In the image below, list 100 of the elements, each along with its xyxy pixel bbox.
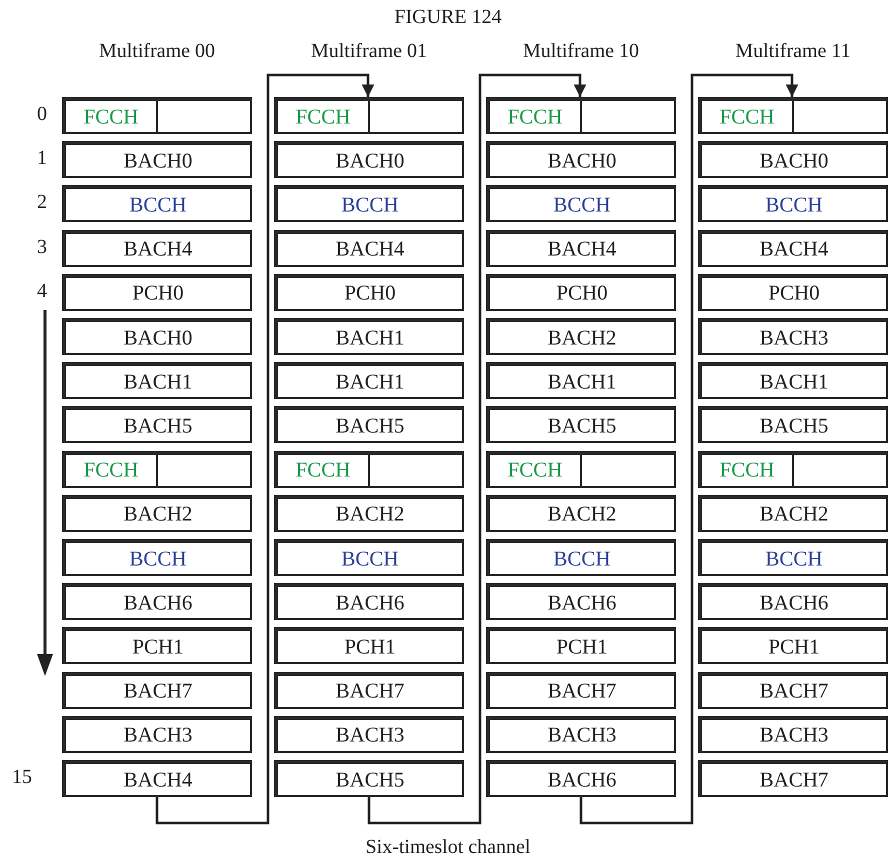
channel-label: BACH3 [548, 722, 616, 748]
channel-label: BACH4 [760, 236, 828, 262]
figure-title: FIGURE 124 [394, 6, 502, 29]
channel-label: BACH5 [336, 767, 404, 792]
channel-label: BCCH [553, 546, 611, 571]
channel-label: PCH1 [132, 634, 184, 660]
slot-box [274, 274, 464, 311]
slot-box [698, 362, 888, 400]
slot-box [274, 185, 464, 222]
row-number: 2 [37, 191, 47, 214]
channel-label: BACH0 [336, 148, 404, 174]
column-heading: Multiframe 00 [98, 40, 216, 63]
channel-label: FCCH [296, 458, 350, 483]
slot-box [274, 627, 464, 664]
channel-label: PCH1 [556, 634, 608, 660]
channel-label: BACH5 [336, 413, 404, 438]
slot-box [62, 716, 252, 753]
channel-label: BCCH [129, 546, 187, 571]
channel-label: BACH2 [760, 502, 828, 527]
channel-label: BACH0 [548, 148, 616, 174]
channel-label: BACH2 [548, 325, 616, 350]
slot-box [274, 97, 464, 134]
slot-box [698, 230, 888, 267]
channel-label: PCH1 [768, 634, 820, 660]
slot-box [62, 406, 252, 444]
slot-box [274, 362, 464, 400]
slot-box [486, 97, 676, 134]
channel-label: BCCH [765, 192, 823, 218]
channel-label: FCCH [296, 104, 350, 129]
connector-arrow [580, 74, 798, 824]
connector-arrow [156, 74, 374, 824]
caption: Six-timeslot channel [366, 836, 530, 859]
slot-box [62, 760, 252, 797]
channel-label: FCCH [720, 104, 774, 129]
row-number: 15 [12, 766, 32, 789]
slot-box [486, 274, 676, 311]
channel-label: BACH7 [760, 678, 828, 704]
slot-box [62, 97, 252, 134]
slot-box [62, 672, 252, 709]
channel-label: PCH0 [132, 280, 184, 306]
channel-label: BACH4 [124, 767, 192, 792]
slot-box [274, 318, 464, 355]
channel-label: FCCH [508, 458, 562, 483]
column-heading: Multiframe 10 [522, 40, 640, 63]
channel-label: BACH4 [548, 236, 616, 262]
slot-box [698, 141, 888, 178]
channel-label: BACH5 [548, 413, 616, 438]
slot-box [698, 450, 888, 488]
slot-box [486, 627, 676, 664]
channel-label: BCCH [553, 192, 611, 218]
channel-label: BACH1 [124, 369, 192, 394]
slot-box [62, 539, 252, 576]
column-heading: Multiframe 11 [735, 40, 851, 63]
slot-box [486, 716, 676, 753]
slot-box [274, 539, 464, 576]
channel-label: FCCH [84, 104, 138, 129]
channel-label: PCH0 [556, 280, 608, 306]
slot-box [62, 450, 252, 488]
slot-box [486, 672, 676, 709]
slot-box [62, 627, 252, 664]
slot-box [486, 450, 676, 488]
slot-box [62, 494, 252, 532]
channel-label: BCCH [341, 546, 399, 571]
slot-box [698, 406, 888, 444]
row-number: 3 [37, 236, 47, 259]
slot-box [698, 318, 888, 355]
slot-box [698, 760, 888, 797]
slot-box [486, 362, 676, 400]
slot-box [486, 406, 676, 444]
channel-label: BACH7 [548, 678, 616, 704]
slot-box [486, 760, 676, 797]
slot-box [62, 185, 252, 222]
slot-box [62, 274, 252, 311]
slot-box [274, 494, 464, 532]
slot-box [698, 185, 888, 222]
slot-box [698, 716, 888, 753]
slot-box [274, 672, 464, 709]
slot-box [62, 362, 252, 400]
slot-box [486, 494, 676, 532]
channel-label: BACH7 [336, 678, 404, 704]
slot-box [486, 230, 676, 267]
channel-label: BCCH [341, 192, 399, 218]
row-number: 4 [37, 280, 47, 303]
slot-box [486, 141, 676, 178]
slot-box [698, 494, 888, 532]
channel-label: BACH6 [336, 590, 404, 616]
channel-label: BACH2 [336, 502, 404, 527]
slot-box [62, 583, 252, 620]
slot-box [274, 230, 464, 267]
connector-arrow [368, 74, 586, 824]
channel-label: BACH3 [760, 722, 828, 748]
channel-label: BACH0 [124, 148, 192, 174]
channel-label: BACH1 [760, 369, 828, 394]
channel-label: BACH0 [760, 148, 828, 174]
slot-box [274, 760, 464, 797]
channel-label: BACH4 [336, 236, 404, 262]
channel-label: BACH6 [548, 590, 616, 616]
channel-label: BACH6 [760, 590, 828, 616]
slot-box [698, 672, 888, 709]
slot-box [486, 185, 676, 222]
